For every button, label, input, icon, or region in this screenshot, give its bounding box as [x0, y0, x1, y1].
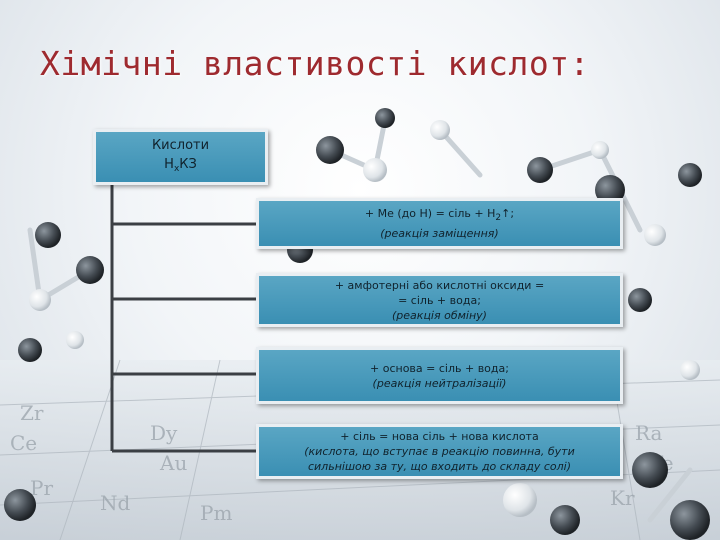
formula-suffix: КЗ [179, 156, 197, 172]
formula-subscript: x [173, 163, 180, 174]
acids-root-box: Кислоти HxКЗ [93, 129, 268, 185]
reaction-box-base: + основа = сіль + вода; (реакція нейтрал… [256, 347, 623, 404]
reaction-type-note: (реакція заміщення) [380, 227, 499, 240]
svg-text:Zr: Zr [20, 401, 44, 425]
reaction-box-salt: + сіль = нова сіль + нова кислота (кисло… [256, 424, 623, 479]
root-label: Кислоти [151, 137, 210, 153]
formula-prefix: H [164, 156, 174, 172]
svg-text:Dy: Dy [150, 421, 178, 445]
reaction-box-metal: + Ме (до Н) = сіль + Н2↑; (реакція заміщ… [256, 198, 623, 249]
svg-text:Ce: Ce [10, 431, 37, 455]
slide-title: Хімічні властивості кислот: [40, 44, 590, 83]
equation-subscript: 2 [495, 213, 502, 223]
reaction-equation: + основа = сіль + вода; [370, 361, 509, 375]
reaction-type-note: (реакція обміну) [392, 308, 487, 322]
svg-text:Kr: Kr [610, 486, 635, 510]
svg-text:Pm: Pm [200, 501, 232, 525]
equation-suffix: ↑; [501, 207, 515, 220]
reaction-equation: + Ме (до Н) = сіль + Н2↑; [365, 206, 514, 226]
reaction-equation: + амфотерні або кислотні оксиди = [334, 278, 545, 292]
equation-prefix: + Ме (до Н) = сіль + Н [364, 207, 496, 220]
svg-text:Nd: Nd [100, 491, 131, 515]
svg-text:Pr: Pr [30, 476, 53, 500]
reaction-equation: + сіль = нова сіль + нова кислота [340, 430, 539, 443]
svg-text:Au: Au [159, 451, 187, 475]
reaction-box-oxides: + амфотерні або кислотні оксиди = = сіль… [256, 273, 623, 327]
acid-formula: HxКЗ [164, 155, 197, 179]
reaction-equation-continued: = сіль + вода; [398, 293, 481, 307]
reaction-type-note: (реакція нейтралізації) [372, 376, 507, 390]
svg-text:Ra: Ra [635, 421, 663, 445]
reaction-type-note: (кислота, що вступає в реакцію повинна, … [304, 445, 575, 473]
